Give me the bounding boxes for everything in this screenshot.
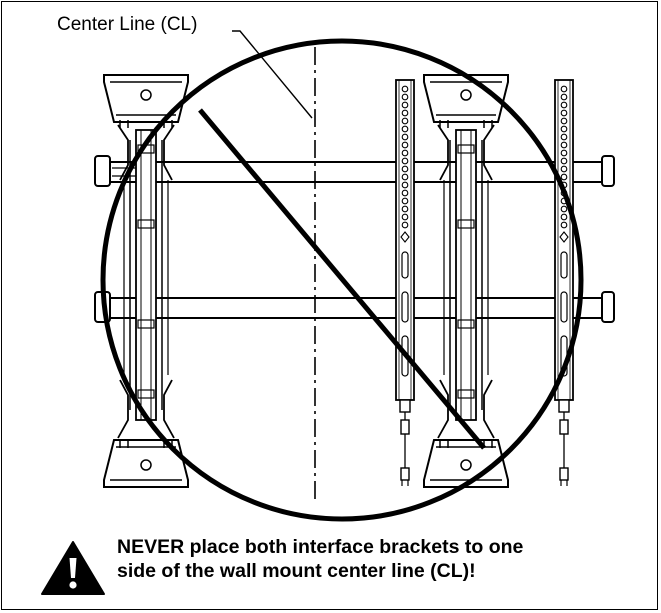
upright-right — [554, 79, 574, 487]
upright-left — [395, 79, 415, 487]
warning-text: NEVER place both interface brackets to o… — [117, 535, 523, 583]
warning-callout: NEVER place both interface brackets to o… — [40, 534, 640, 596]
warning-line-2: side of the wall mount center line (CL)! — [117, 560, 476, 582]
wall-rail-lower — [94, 291, 615, 323]
wall-rail-upper — [94, 155, 615, 187]
warning-line-1: NEVER place both interface brackets to o… — [117, 536, 524, 558]
interface-bracket-left — [103, 74, 189, 488]
warning-triangle-icon — [41, 541, 105, 595]
prohibition-circle-icon — [100, 38, 584, 522]
center-line-leader — [232, 30, 313, 119]
center-line-label: Center Line (CL) — [57, 14, 198, 35]
